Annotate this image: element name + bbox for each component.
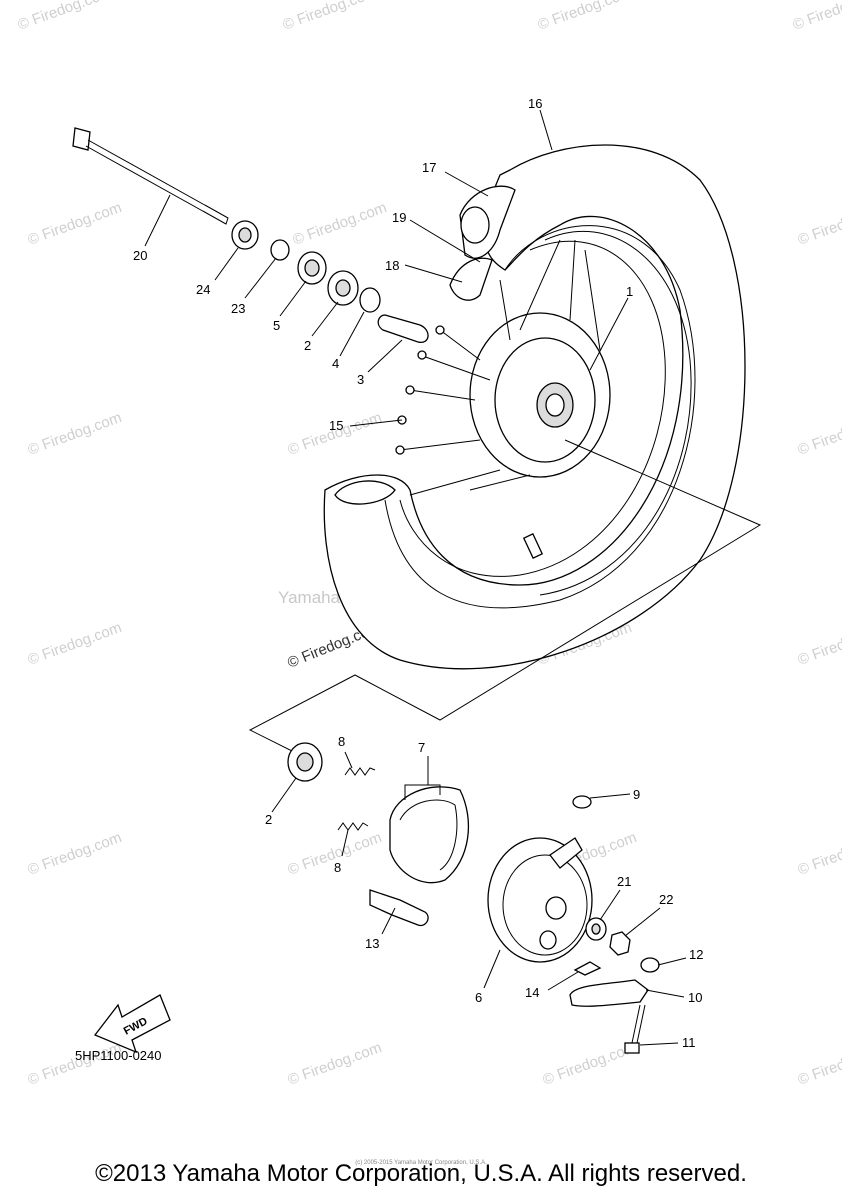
panel-arm — [549, 837, 583, 869]
nut-22 — [609, 931, 631, 956]
watermark: © Firedog.com — [291, 199, 389, 249]
brake-shoe-set — [389, 786, 470, 884]
brake-assembly — [287, 742, 660, 1054]
wheel-assembly — [323, 144, 746, 670]
watermark: © Firedog.com — [791, 0, 842, 34]
watermark: © Firedog.com — [26, 199, 124, 249]
watermark: © Firedog.com — [796, 619, 842, 669]
watermark: © Firedog.com — [286, 409, 384, 459]
watermark: © Firedog.com — [26, 829, 124, 879]
callout-10: 10 — [688, 990, 702, 1005]
callout-4: 4 — [332, 356, 339, 371]
callout-12: 12 — [689, 947, 703, 962]
tire — [323, 144, 746, 670]
dust-cap-9 — [572, 795, 592, 809]
valve-stem — [522, 533, 544, 559]
callout-13: 13 — [365, 936, 379, 951]
explode-guide — [248, 439, 762, 761]
rim-band — [449, 257, 493, 301]
watermark: © Firedog.com — [796, 199, 842, 249]
axle-group — [72, 127, 429, 343]
copyright-footer: ©2013 Yamaha Motor Corporation, U.S.A. A… — [95, 1160, 747, 1187]
callout-11: 11 — [682, 1035, 696, 1050]
watermark: © Firedog.com — [796, 409, 842, 459]
callout-19: 19 — [392, 210, 406, 225]
tube-end — [460, 206, 490, 244]
callout-8-upper: 8 — [338, 734, 345, 749]
callout-15: 15 — [329, 418, 343, 433]
nut-12 — [640, 957, 660, 973]
callout-8-lower: 8 — [334, 860, 341, 875]
callout-5: 5 — [273, 318, 280, 333]
part-code: 5HP1100-0240 — [75, 1048, 162, 1063]
spacer-3 — [377, 314, 429, 343]
callout-6: 6 — [475, 990, 482, 1005]
callout-18: 18 — [385, 258, 399, 273]
callout-21: 21 — [617, 874, 631, 889]
callout-16: 16 — [528, 96, 542, 111]
callout-17: 17 — [422, 160, 436, 175]
callout-1: 1 — [626, 284, 633, 299]
tiny-copyright: (c) 2005-2015 Yamaha Motor Corporation, … — [355, 1160, 487, 1166]
watermark: © Firedog.com — [796, 829, 842, 879]
axle-shaft — [87, 139, 229, 219]
circlip-4 — [359, 287, 381, 313]
callout-labels: 16 17 19 18 1 20 24 23 5 2 4 3 15 2 8 8 … — [133, 96, 703, 1050]
callout-7: 7 — [418, 740, 425, 755]
leader-lines — [144, 109, 687, 1046]
bolt-11 — [624, 1042, 640, 1054]
watermark: © Firedog.com — [541, 1039, 639, 1089]
axle-head — [72, 127, 91, 151]
watermark: © Firedog.com — [26, 619, 124, 669]
spacer-23 — [270, 239, 290, 261]
rim — [399, 240, 666, 577]
fwd-arrow-icon: FWD — [93, 994, 171, 1054]
hub-bore — [545, 393, 565, 417]
brake-cam — [369, 889, 429, 927]
watermark: © Firedog.com — [281, 0, 379, 34]
spring-8-lower — [337, 822, 369, 831]
spring-8-upper — [344, 767, 376, 776]
callout-20: 20 — [133, 248, 147, 263]
callout-23: 23 — [231, 301, 245, 316]
callout-22: 22 — [659, 892, 673, 907]
rim-lock — [334, 480, 396, 505]
watermark: © Firedog.com — [796, 1039, 842, 1089]
callout-2-upper: 2 — [304, 338, 311, 353]
watermark: © Firedog.com — [26, 1039, 124, 1089]
watermark: © Firedog.com — [536, 0, 634, 34]
callout-9: 9 — [633, 787, 640, 802]
callout-14: 14 — [525, 985, 539, 1000]
axle-thread — [202, 204, 229, 225]
tire-bead-line — [539, 230, 692, 596]
callout-3: 3 — [357, 372, 364, 387]
watermark: © Firedog.com — [286, 1039, 384, 1089]
wear-indicator-14 — [573, 961, 602, 976]
callout-2-lower: 2 — [265, 812, 272, 827]
cam-lever-10 — [569, 979, 649, 1007]
brake-panel — [487, 837, 593, 963]
watermark: © Firedog.com — [26, 409, 124, 459]
watermark: © Firedog.com — [16, 0, 114, 34]
callout-24: 24 — [196, 282, 210, 297]
tire-inner-line — [384, 225, 696, 609]
